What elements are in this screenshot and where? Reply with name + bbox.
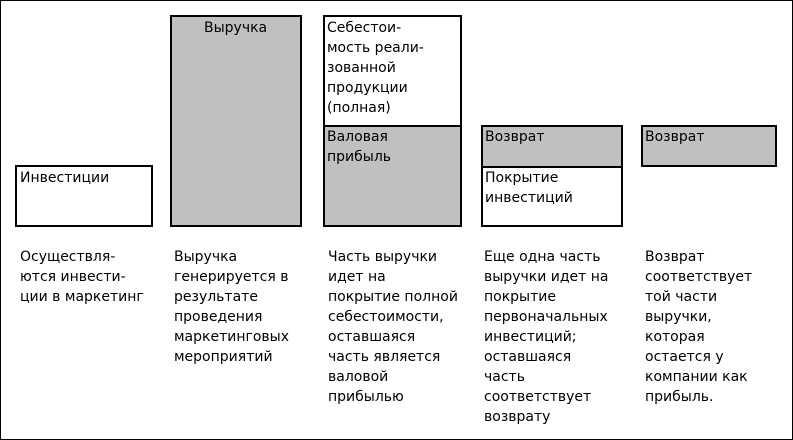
return-box: Возврат	[641, 125, 777, 167]
revenue-label: Выручка	[204, 20, 268, 36]
revenue-description: Выручка генерируется в результате провед…	[174, 249, 290, 365]
return-label-col5: Возврат	[645, 129, 705, 145]
return-and-coverage-box: Возврат Покрытие инвестиций	[481, 125, 623, 227]
gross-profit-label: Валовая прибыль	[327, 129, 392, 165]
investment-coverage-segment: Покрытие инвестиций	[483, 166, 621, 225]
cost-and-profit-box: Себестои- мость реали- зованной продукци…	[323, 15, 462, 227]
investments-description: Осуществля- ются инвести- ции в маркетин…	[20, 249, 144, 305]
investments-box: Инвестиции	[15, 165, 153, 227]
investment-coverage-description: Еще одна часть выручки идет на покрытие …	[484, 249, 609, 425]
return-label-col4: Возврат	[485, 129, 545, 145]
full-cost-segment: Себестои- мость реали- зованной продукци…	[325, 17, 460, 125]
return-description: Возврат соответствует той части выручки,…	[645, 249, 753, 405]
return-segment: Возврат	[483, 127, 621, 166]
full-cost-label: Себестои- мость реали- зованной продукци…	[327, 20, 424, 116]
gross-profit-description: Часть выручки идет на покрытие полной се…	[328, 249, 458, 405]
revenue-box: Выручка	[170, 15, 302, 227]
investments-label: Инвестиции	[20, 170, 110, 186]
investment-coverage-label: Покрытие инвестиций	[485, 170, 573, 206]
gross-profit-segment: Валовая прибыль	[325, 125, 460, 225]
